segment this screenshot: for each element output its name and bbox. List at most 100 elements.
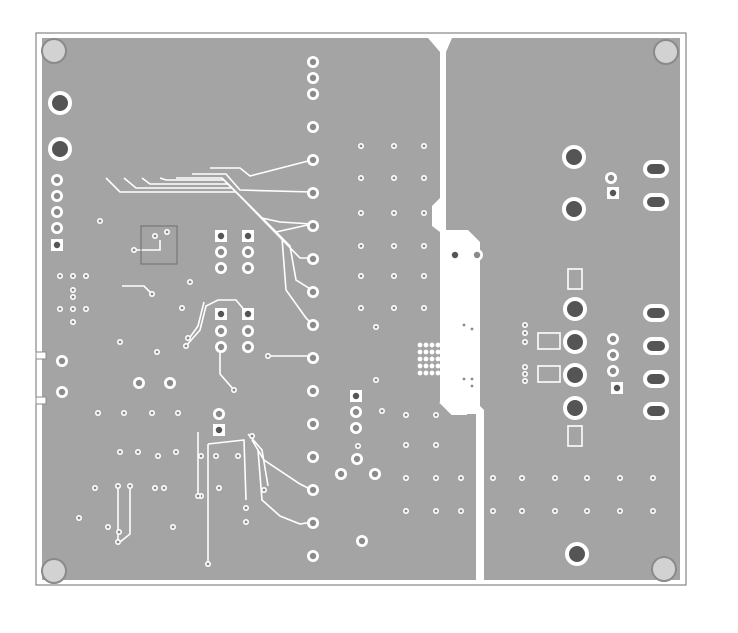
mounting-hole-top-left <box>41 38 67 64</box>
via-hole <box>106 525 110 529</box>
copper-pour-left <box>42 38 476 580</box>
pad-hole <box>244 310 252 318</box>
pad-hole <box>309 288 317 296</box>
via-hole <box>523 331 527 335</box>
via-hole <box>462 323 466 327</box>
pad-hole <box>217 310 225 318</box>
square-pads <box>51 187 623 436</box>
via-hole <box>470 327 474 331</box>
via-hole <box>171 525 175 529</box>
pad-hole <box>217 327 225 335</box>
grid-via <box>429 363 435 369</box>
via-hole <box>434 509 438 513</box>
large-pad <box>563 297 587 321</box>
grid-via <box>429 342 435 348</box>
pad-hole <box>135 379 143 387</box>
grid-via <box>417 356 423 362</box>
via-hole <box>244 520 248 524</box>
via-hole <box>359 274 363 278</box>
via-hole <box>374 325 378 329</box>
pad-hole <box>309 453 317 461</box>
large-pad <box>565 542 589 566</box>
via-hole <box>434 443 438 447</box>
pad-hole <box>609 335 617 343</box>
via-hole <box>153 486 157 490</box>
via-hole <box>404 476 408 480</box>
via-hole <box>236 454 240 458</box>
via-hole <box>434 476 438 480</box>
pad-hole <box>309 321 317 329</box>
pad-hole <box>244 327 252 335</box>
via-hole <box>422 176 426 180</box>
pad-hole <box>58 357 66 365</box>
via-hole <box>153 234 157 238</box>
pad-hole <box>53 224 61 232</box>
mounting-holes <box>41 38 679 584</box>
pad-hole <box>451 251 459 259</box>
component-outline <box>140 225 178 265</box>
via-hole <box>523 340 527 344</box>
via-hole <box>359 144 363 148</box>
via-hole <box>520 476 524 480</box>
via-hole <box>84 274 88 278</box>
pad-hole <box>607 174 615 182</box>
pad-hole <box>244 248 252 256</box>
grid-via <box>423 363 429 369</box>
via-hole <box>98 219 102 223</box>
pad-hole <box>58 388 66 396</box>
pad-hole <box>358 537 366 545</box>
grid-via <box>429 349 435 355</box>
via-hole <box>176 411 180 415</box>
via-hole <box>71 274 75 278</box>
via-hole <box>118 450 122 454</box>
large-pads <box>48 91 589 566</box>
vias <box>57 143 656 567</box>
via-hole <box>651 476 655 480</box>
large-pad <box>563 330 587 354</box>
via-hole <box>523 323 527 327</box>
via-hole <box>553 476 557 480</box>
via-hole <box>523 365 527 369</box>
pad-hole <box>352 424 360 432</box>
pad-hole <box>353 455 361 463</box>
pad-cutouts <box>537 268 583 447</box>
via-hole <box>585 476 589 480</box>
grid-via <box>429 370 435 376</box>
via-hole <box>392 274 396 278</box>
via-hole <box>128 484 132 488</box>
via-hole <box>162 486 166 490</box>
pad-hole <box>166 379 174 387</box>
pad-hole <box>309 387 317 395</box>
grid-via <box>423 370 429 376</box>
grid-via <box>417 342 423 348</box>
pad-hole <box>244 264 252 272</box>
grid-via <box>435 363 441 369</box>
via-hole <box>71 320 75 324</box>
via-hole <box>214 454 218 458</box>
oval-pads <box>643 160 669 420</box>
grid-via <box>417 370 423 376</box>
via-hole <box>116 484 120 488</box>
mounting-hole-bottom-left <box>41 558 67 584</box>
via-hole <box>491 476 495 480</box>
via-hole <box>553 509 557 513</box>
pad-hole <box>309 156 317 164</box>
oval-pad <box>643 193 669 211</box>
mounting-hole-bottom-right <box>651 556 677 582</box>
pad-hole <box>309 552 317 560</box>
via-hole <box>199 454 203 458</box>
oval-pad <box>643 402 669 420</box>
via-hole <box>422 211 426 215</box>
via-hole <box>122 411 126 415</box>
pad-hole <box>217 264 225 272</box>
via-hole <box>116 540 120 544</box>
via-hole <box>585 509 589 513</box>
grid-via <box>417 363 423 369</box>
pad-hole <box>244 232 252 240</box>
via-hole <box>422 144 426 148</box>
via-hole <box>71 307 75 311</box>
via-hole <box>206 562 210 566</box>
pad-hole <box>371 470 379 478</box>
pad-hole <box>309 486 317 494</box>
